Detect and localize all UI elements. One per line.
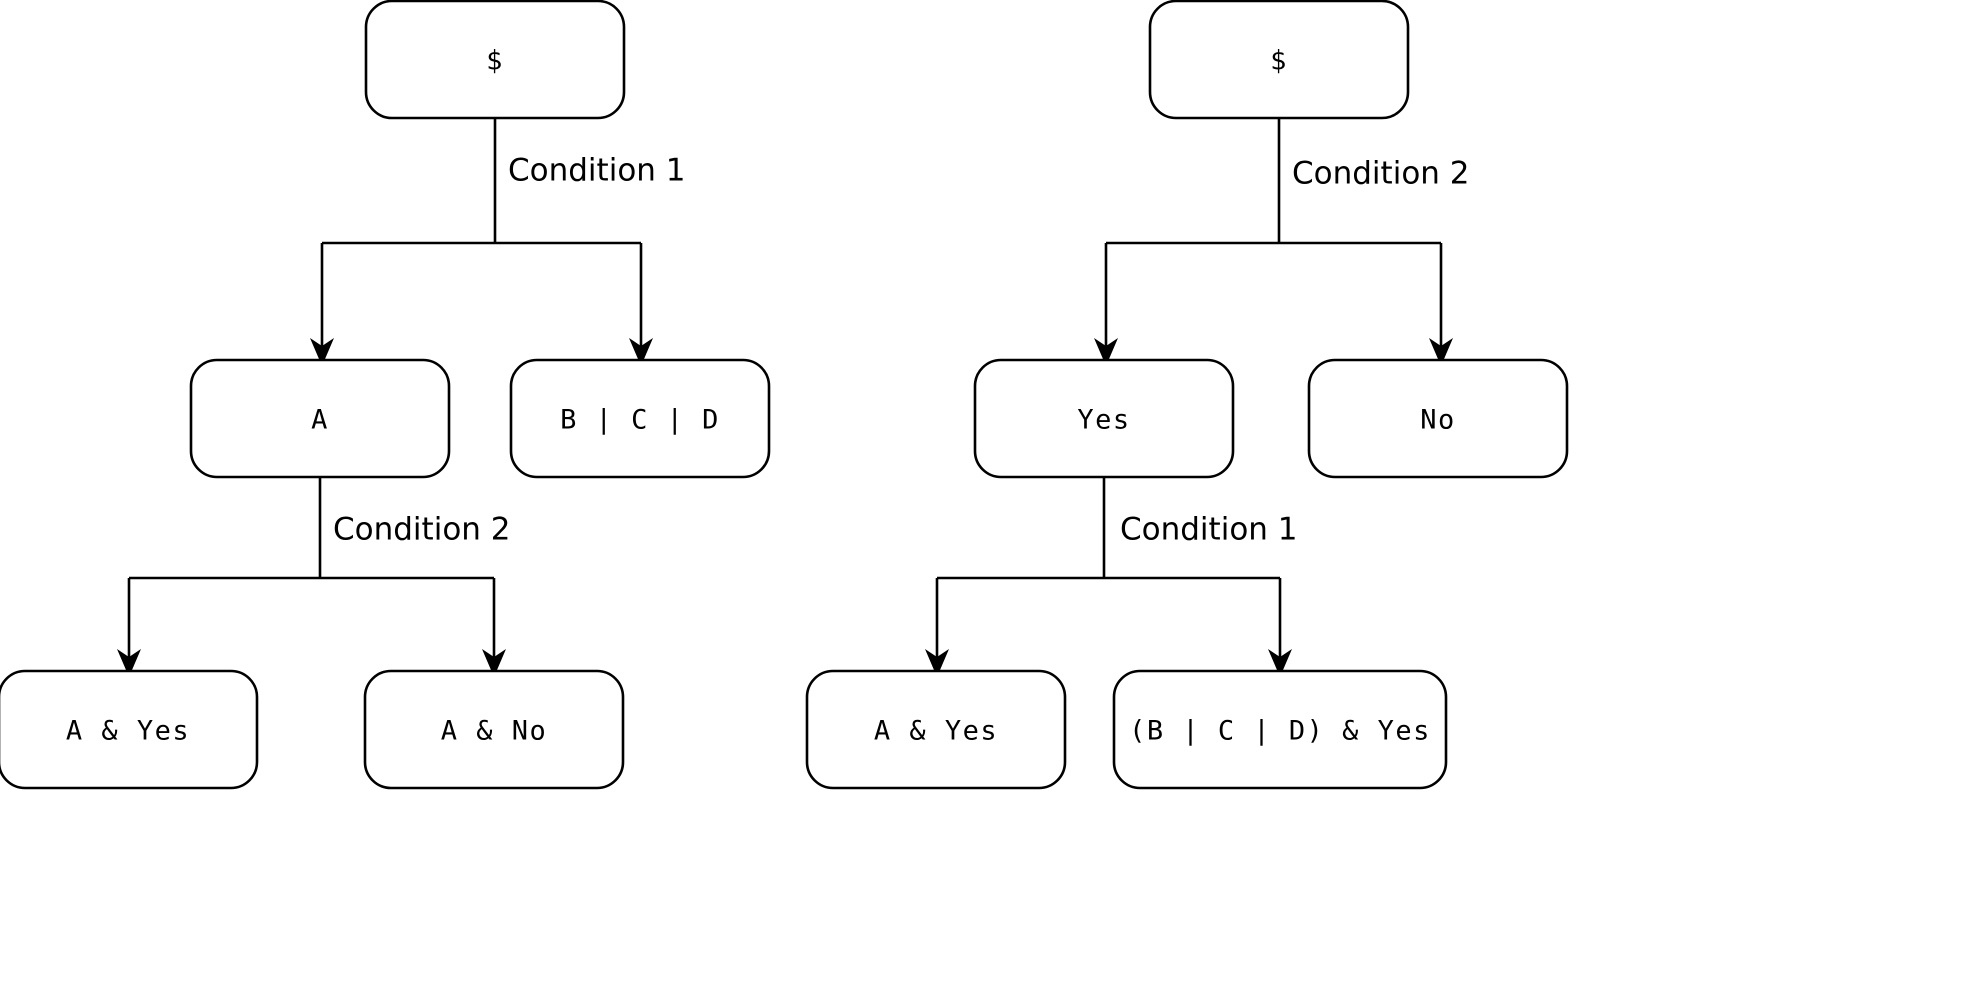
edge-group-right-level2 bbox=[925, 478, 1292, 677]
node-label: A bbox=[311, 405, 329, 436]
node-label: $ bbox=[1270, 46, 1288, 77]
node-right-a-yes[interactable]: A & Yes bbox=[805, 669, 1067, 790]
node-label: A & Yes bbox=[66, 716, 190, 747]
node-box[interactable] bbox=[363, 669, 625, 790]
node-label: Yes bbox=[1077, 405, 1130, 436]
node-box[interactable] bbox=[805, 669, 1067, 790]
edge-label-right-condition-1: Condition 1 bbox=[1120, 512, 1298, 548]
node-right-bcd-yes[interactable]: (B | C | D) & Yes bbox=[1112, 669, 1448, 790]
edge-right-root-split bbox=[1104, 119, 1443, 348]
node-left-a-no[interactable]: A & No bbox=[363, 669, 625, 790]
node-left-root[interactable]: $ bbox=[364, 0, 626, 120]
edge-label-left-condition-2: Condition 2 bbox=[333, 512, 511, 548]
node-label: A & No bbox=[441, 716, 548, 747]
arrowhead-left-to-a bbox=[310, 338, 334, 366]
node-right-root[interactable]: $ bbox=[1148, 0, 1410, 120]
node-label: $ bbox=[486, 46, 504, 77]
left-tree: $ A B | C | D A & Yes A & No Condition 1… bbox=[0, 0, 771, 790]
edge-right-yes-split bbox=[935, 478, 1282, 660]
edge-label-left-condition-1: Condition 1 bbox=[508, 153, 686, 189]
node-box[interactable] bbox=[1307, 358, 1569, 479]
node-label: A & Yes bbox=[874, 716, 998, 747]
right-tree: $ Yes No A & Yes (B | C | D) & Yes Condi… bbox=[805, 0, 1569, 790]
node-box[interactable] bbox=[189, 358, 451, 479]
node-left-a-yes[interactable]: A & Yes bbox=[0, 669, 259, 790]
node-right-yes[interactable]: Yes bbox=[973, 358, 1235, 479]
node-box[interactable] bbox=[509, 358, 771, 479]
node-left-bcd[interactable]: B | C | D bbox=[509, 358, 771, 479]
node-box[interactable] bbox=[1148, 0, 1410, 120]
node-box[interactable] bbox=[1112, 669, 1448, 790]
edge-group-left-level1 bbox=[310, 119, 653, 366]
node-left-a[interactable]: A bbox=[189, 358, 451, 479]
edge-left-a-split bbox=[127, 478, 496, 660]
arrowhead-right-to-yes bbox=[1094, 338, 1118, 366]
arrowhead-right-to-ayes bbox=[925, 649, 949, 677]
node-label: No bbox=[1420, 405, 1456, 436]
node-label: B | C | D bbox=[560, 405, 720, 436]
edge-group-left-level2 bbox=[117, 478, 506, 677]
arrowhead-right-to-bcd-yes bbox=[1268, 649, 1292, 677]
arrowhead-left-to-ayes bbox=[117, 649, 141, 677]
arrowhead-left-to-bcd bbox=[629, 338, 653, 366]
arrowhead-right-to-no bbox=[1429, 338, 1453, 366]
node-label: (B | C | D) & Yes bbox=[1129, 716, 1431, 747]
node-box[interactable] bbox=[364, 0, 626, 120]
node-box[interactable] bbox=[973, 358, 1235, 479]
edge-label-right-condition-2: Condition 2 bbox=[1292, 156, 1470, 192]
arrowhead-left-to-ano bbox=[482, 649, 506, 677]
node-right-no[interactable]: No bbox=[1307, 358, 1569, 479]
node-box[interactable] bbox=[0, 669, 259, 790]
edge-group-right-level1 bbox=[1094, 119, 1453, 366]
edge-left-root-split bbox=[320, 119, 643, 348]
